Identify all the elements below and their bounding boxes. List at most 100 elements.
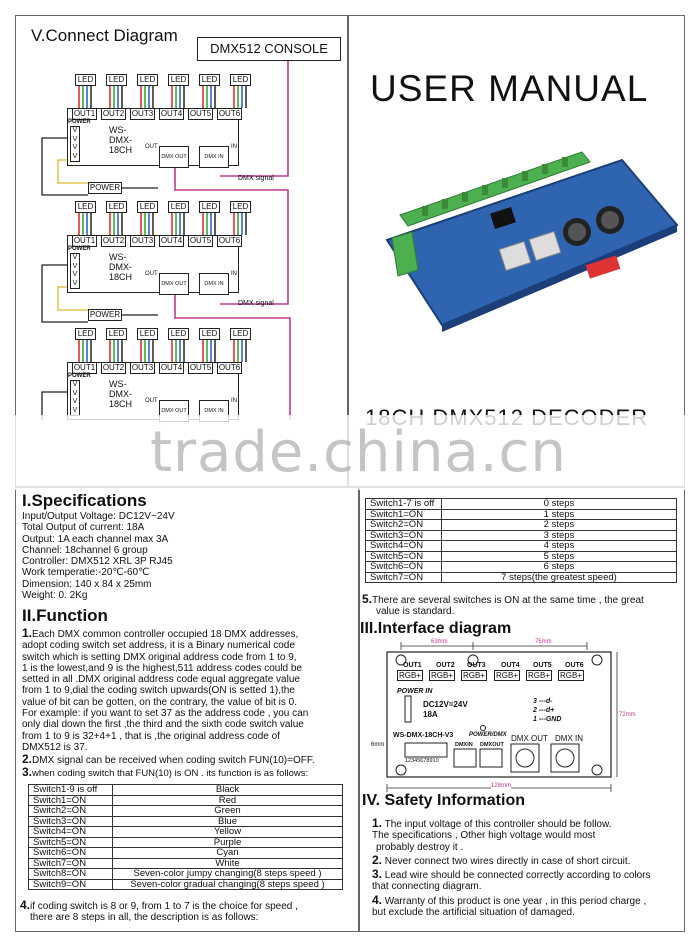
power-label: POWER [68,119,91,125]
led: LED [230,201,251,213]
out-label: OUT [145,271,158,277]
table-cell: Switch3=ON [365,529,442,541]
table-cell: White [112,857,343,869]
iface-out: OUT5 [533,662,552,669]
power-wire-2 [41,264,88,323]
table-cell: Switch1-7 is off [365,498,442,510]
out-port: OUT2 [101,362,126,374]
function-p4-num: 4. [20,898,31,912]
connect-wiring [41,61,291,420]
function-p3-num: 3. [22,764,33,779]
out-port: OUT4 [159,108,184,120]
dmx-console-label: DMX512 CONSOLE [210,41,328,56]
safety-num: 2. [372,852,383,867]
v-pin: V [72,254,78,261]
dim-6: 6mm [371,742,385,748]
safety-list: 1. The input voltage of this controller … [372,817,684,919]
decoder-model: WS-DMX-18CH [109,252,133,282]
led: LED [75,201,96,213]
iface-amps: 18A [423,710,438,719]
in-label: IN [231,271,237,277]
function-p1-line: from 1 to 9,dial the coding switch upwar… [22,685,295,697]
out-port: OUT4 [159,235,184,247]
table-cell: Switch5=ON [28,836,113,848]
out-label: OUT [145,144,158,150]
interface-drawing [386,642,618,792]
out-port: OUT6 [217,235,242,247]
watermark-text: trade.china.cn [150,420,567,485]
out-port: OUT3 [130,362,155,374]
iface-rgb: RGB+ [397,670,424,681]
out-port: OUT5 [188,235,213,247]
iface-dmxin: DMXIN [455,742,473,748]
safety-line: The input voltage of this controller sho… [384,819,612,830]
interface-heading: III.Interface diagram [360,620,512,637]
iface-out: OUT1 [403,662,422,669]
out-port: OUT1 [72,362,97,374]
iface-pin: 1 ---GND [533,716,562,723]
safety-line: that connecting diagram. [372,881,482,893]
led: LED [106,74,127,86]
function-p4-line: if coding switch is 8 or 9, from 1 to 7 … [30,901,298,912]
function-p1-line: 1 is the lowest,and 9 is the highest,511… [22,662,302,674]
table-cell: Black [112,784,343,796]
led: LED [106,328,127,340]
iface-dmx-out: DMX OUT [511,734,548,743]
out-port: OUT3 [130,235,155,247]
iface-model: WS-DMX-18CH-V3 [393,732,454,739]
iface-rgb: RGB+ [558,670,585,681]
dim-63: 63mm [431,639,448,645]
table-cell: Purple [112,836,343,848]
safety-line: but exclude the artificial situation of … [372,907,575,919]
rgb-wires [78,86,247,108]
function-p1-line: adopt coding switch set address, it is a… [22,640,295,652]
out-port: OUT2 [101,108,126,120]
function-p1-line: switch which is setting DMX original add… [22,651,297,663]
table-cell: Switch9=ON [28,878,113,890]
spec-line: Work temperatie:-20℃-60℃ [22,567,150,579]
function-p4: 4.if coding switch is 8 or 9, from 1 to … [20,898,350,924]
table-cell: 0 steps [441,498,677,510]
decoder-model: WS-DMX-18CH [109,125,133,155]
function-p1-line: For example: if you want to set 37 as th… [22,708,309,720]
function-p1-line: value of bit can be gotten, on the contr… [22,696,297,708]
out-port: OUT2 [101,235,126,247]
table-cell: Switch7=ON [365,571,442,583]
v-pin: V [72,381,78,388]
safety-heading: IV. Safety Information [362,792,525,809]
led: LED [137,328,158,340]
watermark-band [15,415,685,490]
led: LED [199,74,220,86]
function-p2-num: 2. [22,752,33,767]
table-cell: Green [112,805,343,817]
table-cell: 2 steps [441,519,677,531]
decoder-model: WS-DMX-18CH [109,379,133,409]
dim-128: 128mm [491,783,512,789]
spec-line: Weight: 0. 2Kg [22,590,88,602]
led: LED [75,74,96,86]
dmx-in-port: DMX IN [199,146,229,168]
out-port: OUT6 [217,362,242,374]
note-5-line: value is standard. [376,606,455,618]
iface-dmxout: DMXOUT [480,742,504,748]
power-label: POWER [68,373,91,379]
function-p1-line: setted in all .DMX original address code… [22,674,300,686]
spec-line: Channel: 18channel 6 group [22,544,148,556]
function-p1-line: Each DMX common controller occupied 18 D… [32,629,299,640]
note-5-num: 5. [362,592,373,606]
safety-num: 3. [372,867,383,882]
iface-pin: 3 ---d- [533,698,553,705]
table-cell: Switch4=ON [28,826,113,838]
connect-title: V.Connect Diagram [31,26,178,45]
